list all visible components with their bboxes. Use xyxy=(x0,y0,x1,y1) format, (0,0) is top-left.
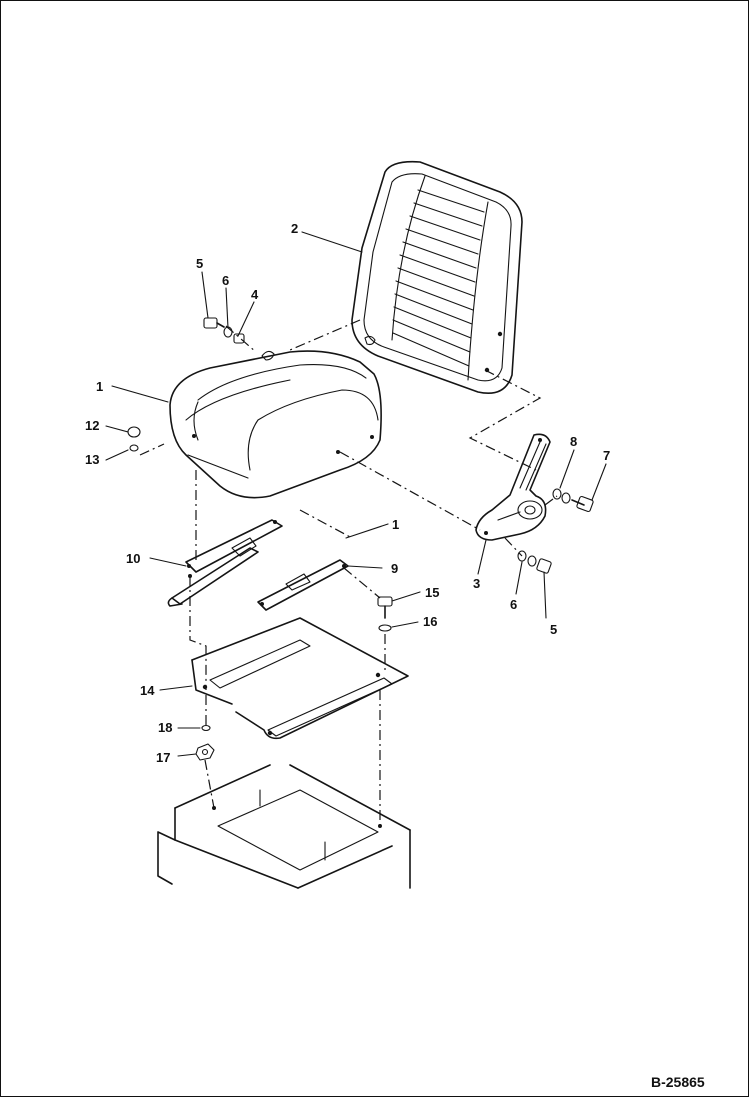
callout-16: 16 xyxy=(423,614,437,629)
callout-9: 9 xyxy=(391,561,398,576)
assembly-lines xyxy=(139,319,558,826)
leader-lines xyxy=(105,231,607,757)
bolt-hardware-left xyxy=(127,317,245,452)
mounting-plate xyxy=(191,617,409,740)
callout-12: 12 xyxy=(85,418,99,433)
nut-and-washer xyxy=(195,724,215,761)
callout-14: 14 xyxy=(140,683,155,698)
callout-7: 7 xyxy=(603,448,610,463)
callout-6-right: 6 xyxy=(510,597,517,612)
callout-5-left: 5 xyxy=(196,256,203,271)
bolt-hardware-right xyxy=(517,488,594,574)
seat-cushion xyxy=(169,350,382,499)
callout-labels: 1 1 2 3 4 5 5 6 6 7 8 9 10 12 13 14 15 1… xyxy=(85,221,610,765)
callout-8: 8 xyxy=(570,434,577,449)
callout-10: 10 xyxy=(126,551,140,566)
callout-15: 15 xyxy=(425,585,439,600)
backrest xyxy=(351,160,523,394)
callout-17: 17 xyxy=(156,750,170,765)
callout-1: 1 xyxy=(96,379,103,394)
figure-number: B-25865 xyxy=(651,1074,705,1090)
callout-18: 18 xyxy=(158,720,172,735)
bolt-and-washer xyxy=(377,596,393,632)
slide-rail-right xyxy=(257,559,349,611)
seat-base-frame xyxy=(157,764,411,889)
slide-rail-left xyxy=(167,519,283,607)
callout-13: 13 xyxy=(85,452,99,467)
callout-2: 2 xyxy=(291,221,298,236)
callout-1-rail: 1 xyxy=(392,517,399,532)
callout-4: 4 xyxy=(251,287,259,302)
callout-3: 3 xyxy=(473,576,480,591)
callout-5-right: 5 xyxy=(550,622,557,637)
recliner-bracket xyxy=(475,433,551,541)
callout-6-left: 6 xyxy=(222,273,229,288)
